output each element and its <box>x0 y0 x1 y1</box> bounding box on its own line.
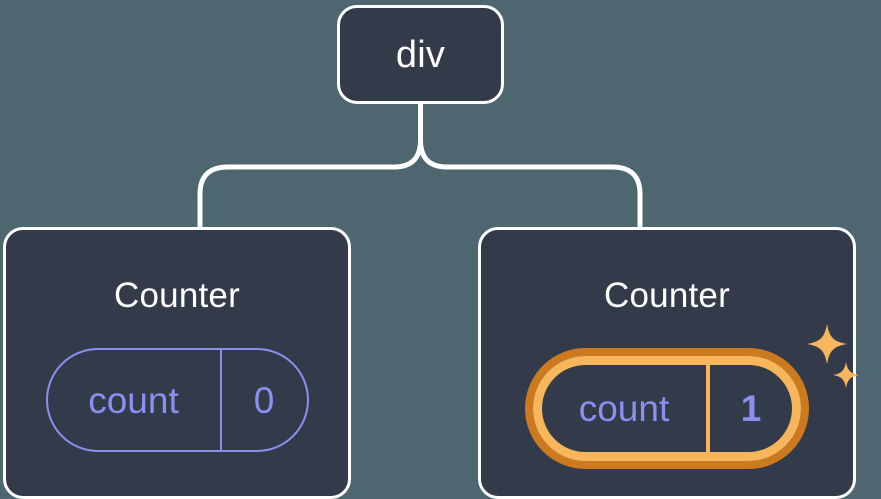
state-pill-wrap-left: count 0 <box>45 348 309 452</box>
state-key-right: count <box>578 388 670 429</box>
sparkle-large-icon <box>807 324 847 364</box>
node-root-div[interactable]: div <box>337 5 504 104</box>
node-root-label: div <box>395 33 446 76</box>
state-key-left: count <box>88 379 179 421</box>
connector-left <box>197 101 423 230</box>
state-pill-right-highlighted[interactable]: count 1 <box>525 348 809 469</box>
connector-right <box>418 101 643 230</box>
state-value-right: 1 <box>706 365 792 452</box>
state-pill-right-inner: count 1 <box>533 356 801 461</box>
node-counter-right[interactable]: Counter count 1 <box>478 227 859 499</box>
state-pill-left[interactable]: count 0 <box>45 348 309 452</box>
node-counter-left-label: Counter <box>114 276 240 315</box>
sparkles-group <box>807 324 859 388</box>
state-pill-wrap-right: count 1 <box>525 324 859 469</box>
sparkle-small-icon <box>833 362 859 388</box>
node-counter-right-label: Counter <box>604 276 730 315</box>
state-value-left: 0 <box>219 350 307 450</box>
node-counter-left[interactable]: Counter count 0 <box>3 227 351 499</box>
